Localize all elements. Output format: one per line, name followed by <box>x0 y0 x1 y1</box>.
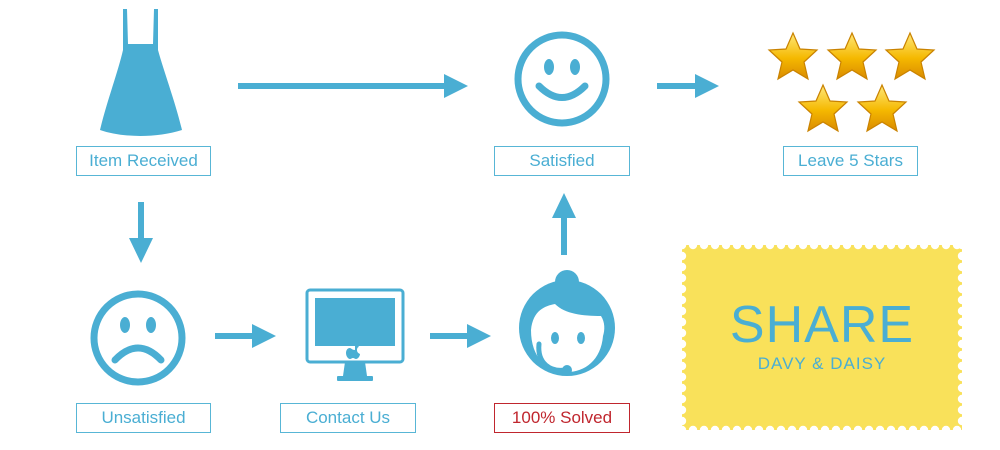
arrow-down <box>129 202 153 263</box>
label-unsatisfied: Unsatisfied <box>76 403 211 433</box>
computer-icon <box>305 288 405 381</box>
label-contact-us: Contact Us <box>280 403 416 433</box>
label-item-received: Item Received <box>76 146 211 176</box>
arrow-up <box>552 193 576 255</box>
support-agent-icon <box>519 270 615 376</box>
arrow-right-long <box>238 74 468 98</box>
label-solved: 100% Solved <box>494 403 630 433</box>
stamp-background <box>677 240 967 435</box>
smiley-happy-icon <box>514 31 610 127</box>
arrow-right-to-stars <box>657 74 719 98</box>
label-leave-stars: Leave 5 Stars <box>783 146 918 176</box>
arrow-right-to-contact <box>215 324 276 348</box>
share-subtitle: DAVY & DAISY <box>757 354 887 373</box>
dress-icon <box>100 9 182 136</box>
arrow-right-to-agent <box>430 324 491 348</box>
label-satisfied: Satisfied <box>494 146 630 176</box>
smiley-sad-icon <box>90 290 186 386</box>
stars-icon <box>768 32 935 132</box>
share-stamp: SHARE DAVY & DAISY <box>677 240 967 435</box>
share-title: SHARE <box>729 296 915 354</box>
